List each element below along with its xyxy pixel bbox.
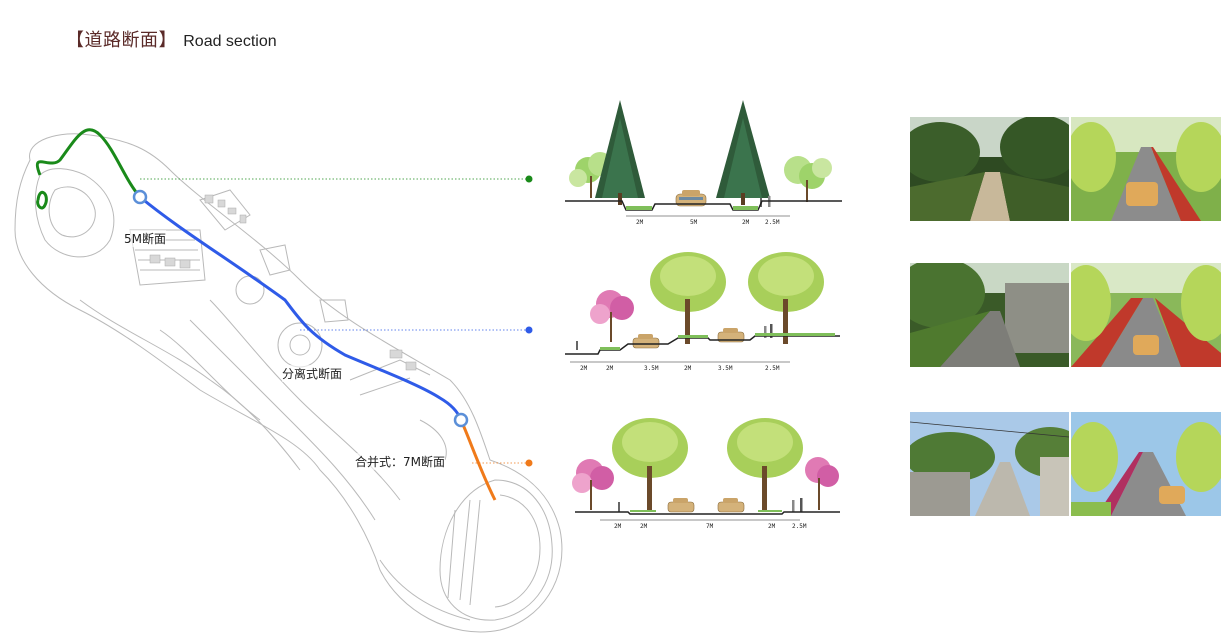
junction-marker-1	[132, 189, 148, 205]
site-map	[14, 128, 563, 633]
dim-2: 2M	[606, 365, 614, 372]
title-chinese: 道路断面	[84, 30, 159, 51]
dim-5: 3.5M	[718, 365, 733, 372]
blossom-tree-right	[805, 457, 839, 510]
section-5m-drawing: 2M 5M 2M 2.5M	[560, 98, 850, 228]
section-separated-drawing: 2M 2M 3.5M 2M 3.5M 2.5M	[560, 244, 850, 374]
dim-3: 3.5M	[644, 365, 659, 372]
label-separated-section: 分离式断面	[282, 365, 343, 382]
tree-canopy-2	[748, 252, 824, 344]
green-road-loop	[36, 190, 48, 210]
pedestrians	[576, 324, 773, 350]
photo-rendered-road-2	[1071, 263, 1221, 367]
dim-1: 2M	[636, 219, 644, 226]
photo-rendered-road-1	[1071, 117, 1221, 221]
dim-3: 7M	[706, 523, 714, 530]
green-road	[35, 128, 142, 198]
dim-2: 5M	[690, 219, 698, 226]
pedestrians	[618, 498, 803, 512]
label-combined-section: 合并式：7M断面	[355, 453, 445, 470]
title-english: Road section	[183, 33, 277, 50]
pine-tree-left	[595, 100, 645, 205]
section-combined-drawing: 2M 2M 7M 2M 2.5M	[560, 408, 850, 538]
tree-canopy-1	[612, 418, 688, 512]
title-bracket-close: 】	[158, 30, 177, 51]
junction-marker-2	[453, 412, 469, 428]
blossom-tree	[590, 290, 634, 342]
dim-5: 2.5M	[792, 523, 807, 530]
dim-2: 2M	[640, 523, 648, 530]
photo-rendered-road-3	[1071, 412, 1221, 516]
car-1	[632, 334, 660, 349]
blossom-tree-left	[572, 459, 614, 510]
shrub-right	[784, 156, 832, 202]
blue-road	[139, 195, 463, 421]
tree-canopy-2	[727, 418, 803, 512]
leader-dot-orange	[525, 459, 533, 467]
photo-existing-road-3	[910, 412, 1069, 516]
cars	[667, 498, 745, 513]
dim-1: 2M	[580, 365, 588, 372]
page-title: 【道路断面】 Road section	[66, 26, 277, 52]
photo-existing-road-2	[910, 263, 1069, 367]
leader-dot-blue	[525, 326, 533, 334]
title-bracket-open: 【	[66, 30, 85, 51]
car	[675, 190, 707, 207]
dim-4: 2M	[768, 523, 776, 530]
leader-dot-green	[525, 175, 533, 183]
dim-4: 2.5M	[765, 219, 780, 226]
photo-existing-road-1	[910, 117, 1069, 221]
dim-3: 2M	[742, 219, 750, 226]
dim-6: 2.5M	[765, 365, 780, 372]
dim-1: 2M	[614, 523, 622, 530]
dim-4: 2M	[684, 365, 692, 372]
tree-canopy-1	[650, 252, 726, 344]
label-5m-section: 5M断面	[124, 230, 166, 247]
pine-tree-right	[716, 100, 770, 205]
